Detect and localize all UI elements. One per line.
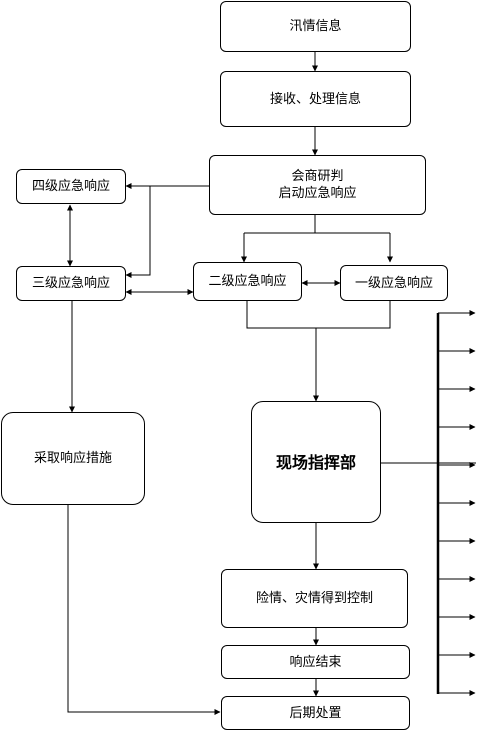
node-receive-process: 接收、处理信息	[220, 71, 411, 127]
node-flood-info: 汛情信息	[220, 1, 411, 52]
node-level4-response: 四级应急响应	[16, 169, 126, 204]
node-level3-response: 三级应急响应	[16, 266, 126, 301]
node-level2-response: 二级应急响应	[193, 262, 302, 301]
node-field-headquarters: 现场指挥部	[251, 401, 381, 523]
node-danger-controlled: 险情、灾情得到控制	[221, 569, 408, 628]
node-level1-response: 一级应急响应	[340, 265, 448, 301]
arrow-measures-to-aftermath	[67, 505, 221, 715]
node-aftermath: 后期处置	[221, 696, 410, 730]
connector-merge	[246, 301, 391, 329]
node-consult-launch: 会商研判 启动应急响应	[209, 155, 426, 215]
node-response-end: 响应结束	[221, 645, 410, 679]
node-response-measures: 采取响应措施	[1, 412, 145, 505]
arrow-consult-to-level3	[125, 185, 210, 278]
